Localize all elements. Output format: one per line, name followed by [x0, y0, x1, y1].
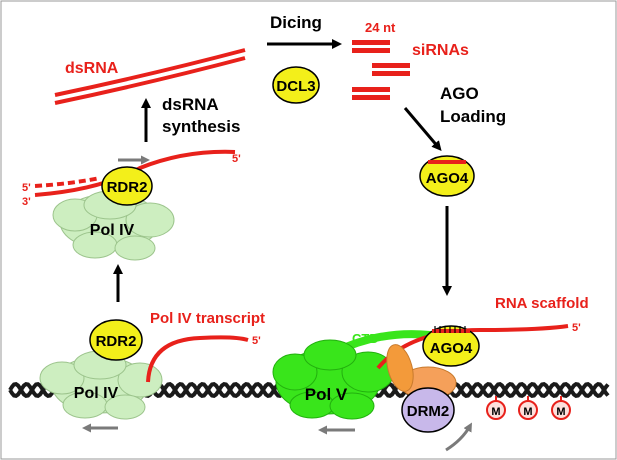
- ago4-bottom-enzyme: [422, 325, 480, 367]
- ago4-bottom-label: AGO4: [430, 340, 473, 357]
- dcl3-enzyme: [272, 66, 320, 104]
- rna-scaffold-label: RNA scaffold: [495, 295, 589, 312]
- dsrna-label: dsRNA: [65, 60, 119, 77]
- sirnas-label: siRNAs: [412, 42, 469, 59]
- methyl-group-3: M: [551, 396, 571, 420]
- template-rna-strand: [34, 149, 236, 197]
- rdr2-bottom-enzyme: [89, 319, 143, 361]
- polIV-transcript-strand: [146, 335, 249, 383]
- dsrna-synthesis-label-1: dsRNA: [162, 95, 219, 114]
- polIV-transcript-label: Pol IV transcript: [150, 310, 265, 327]
- dsrna-synthesis-label-2: synthesis: [162, 117, 240, 136]
- ago-loading-label-2: Loading: [440, 107, 506, 126]
- ctd-label: CTD: [352, 331, 379, 346]
- methylation-arrow: [445, 422, 472, 452]
- methyl-label-2: M: [523, 406, 532, 418]
- drm2-label: DRM2: [407, 403, 450, 420]
- methyl-group-2: M: [518, 396, 538, 420]
- ago4-mid-label: AGO4: [426, 170, 469, 187]
- ago4-sirna-strand: [428, 160, 466, 164]
- methyl-group-1: M: [486, 396, 506, 420]
- polIV-bottom-complex: [39, 350, 163, 420]
- dicing-label: Dicing: [270, 13, 322, 32]
- dsrna-duplex: [54, 48, 246, 105]
- five-prime-scaffold-label: 5': [572, 322, 581, 334]
- ago4-bottom-sirna: [432, 329, 470, 333]
- ago-loading-arrow: [403, 107, 442, 152]
- five-prime-top-label: 5': [232, 153, 241, 165]
- polV-complex: [272, 339, 395, 420]
- 24nt-label: 24 nt: [365, 20, 396, 35]
- polIV-top-label: Pol IV: [90, 222, 135, 239]
- five-prime-left-label: 5': [22, 182, 31, 194]
- methyl-label-3: M: [556, 406, 565, 418]
- polV-label: Pol V: [305, 385, 348, 404]
- ago-loading-label-1: AGO: [440, 84, 479, 103]
- sirna-basepair-ticks: [434, 326, 466, 333]
- ago4-loaded: [419, 155, 475, 197]
- nascent-rna-strand: [34, 176, 101, 188]
- dcl3-label: DCL3: [276, 78, 315, 95]
- rdr2-top-label: RDR2: [107, 179, 148, 196]
- five-prime-transcript-label: 5': [252, 335, 261, 347]
- rdr2-top-enzyme: [101, 166, 153, 206]
- rdr2-bottom-label: RDR2: [96, 333, 137, 350]
- methyl-label-1: M: [491, 406, 500, 418]
- drm2-enzyme: [401, 387, 455, 433]
- polIV-bottom-label: Pol IV: [74, 385, 119, 402]
- sirna-fragments: [352, 40, 410, 100]
- three-prime-left-label: 3': [22, 196, 31, 208]
